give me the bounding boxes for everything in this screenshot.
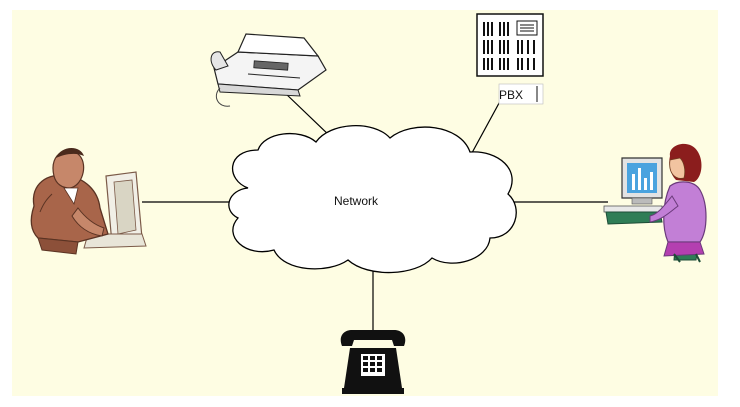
pbx-label: PBX [499,88,524,102]
telephone-icon [340,330,406,394]
link-fax-to-network [283,91,333,139]
network-label: Network [334,194,379,208]
woman-computer-user-icon [603,143,707,263]
link-pbx-to-network [466,93,505,163]
diagram-canvas: Network PBX [12,10,718,396]
man-computer-user-icon [30,147,147,255]
fax-machine-icon [210,33,327,107]
pbx-switch-icon [476,13,544,105]
connection-lines [142,91,608,332]
network-diagram [12,10,718,396]
cloud-icon [228,125,517,274]
